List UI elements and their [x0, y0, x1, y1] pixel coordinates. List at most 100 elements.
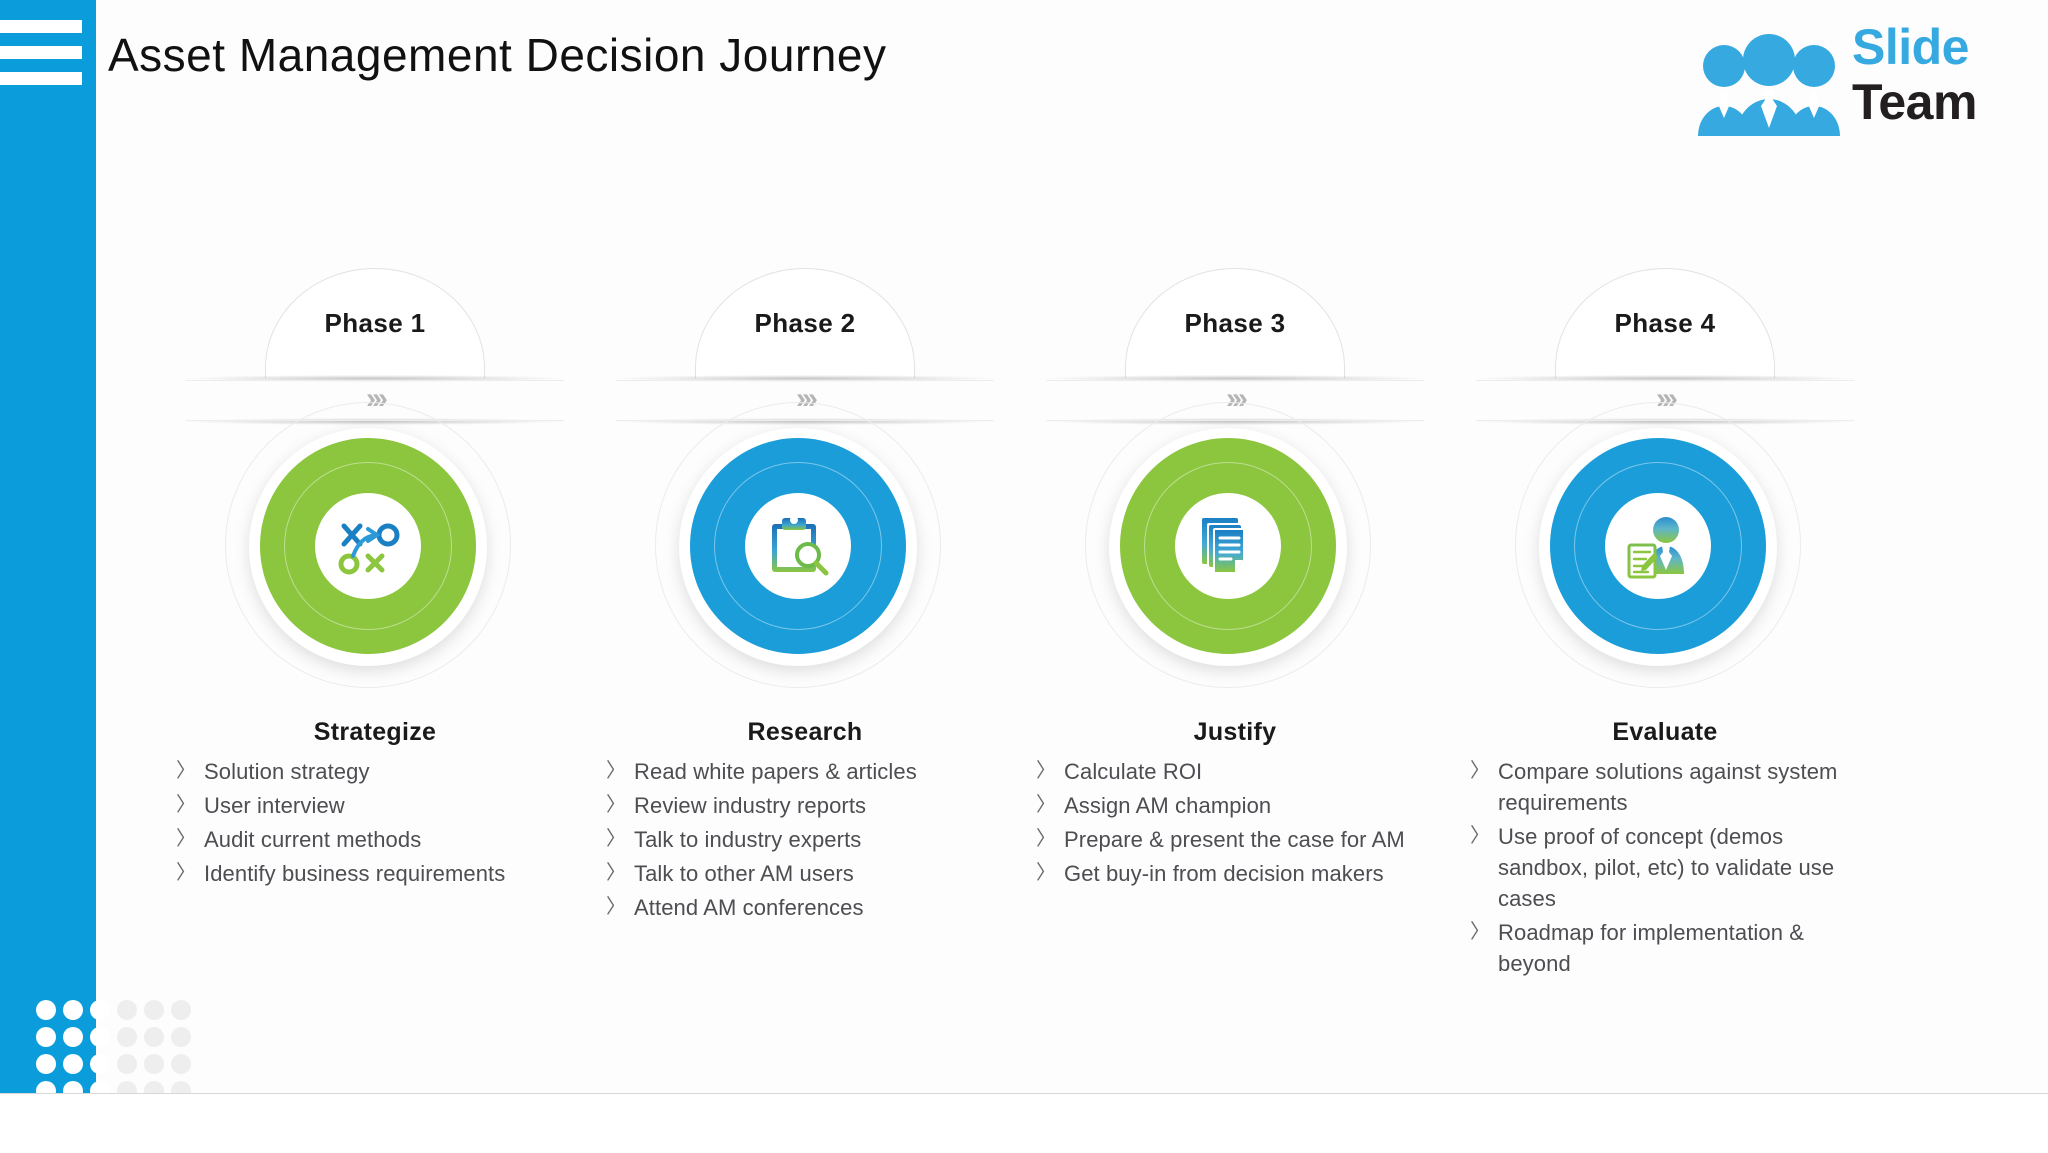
phase-column-3: Phase 3 ›››	[1020, 0, 1450, 1093]
list-item-label: Attend AM conferences	[634, 895, 864, 920]
strategy-xo-arrow-icon	[315, 493, 421, 599]
list-item: 〉 Use proof of concept (demos sandbox, pi…	[1464, 821, 1862, 914]
list-item-label: Compare solutions against system require…	[1498, 759, 1838, 815]
slide-canvas: Asset Management Decision Journey Slide …	[0, 0, 2026, 1093]
list-item: 〉Roadmap for implementation & beyond	[1464, 917, 1862, 979]
chevron-bullet-icon: 〉	[1036, 794, 1056, 816]
phase-badge[interactable]	[652, 402, 958, 688]
band-divider	[186, 380, 564, 381]
list-item: 〉Get buy-in from decision makers	[1030, 858, 1450, 889]
logo-team-text: Team	[1852, 74, 1977, 130]
phase-disc	[1120, 438, 1336, 654]
phase-label: Phase 2	[754, 308, 856, 338]
hamburger-icon	[0, 20, 96, 90]
list-item-label: Identify business requirements	[204, 861, 506, 886]
band-shadow	[1046, 375, 1424, 382]
list-item-label: Audit current methods	[204, 827, 422, 852]
outer-ring	[225, 402, 511, 688]
list-item-label: Solution strategy	[204, 759, 370, 784]
decorative-dot	[144, 1000, 164, 1020]
phase-label: Phase 4	[1614, 308, 1716, 338]
chevron-bullet-icon: 〉	[176, 862, 196, 884]
band-divider	[1046, 380, 1424, 381]
decorative-dot	[36, 1054, 56, 1074]
list-item-label: Prepare & present the case for AM	[1064, 827, 1405, 852]
list-item: 〉 Solution strategy	[170, 756, 590, 787]
decorative-dot	[117, 1054, 137, 1074]
decorative-dot	[63, 1081, 83, 1093]
phase-column-4: Phase 4 ›››	[1450, 0, 1880, 1093]
hamburger-line	[0, 46, 82, 59]
phase-bullet-list: 〉Solution strategy〉User interview〉Audit …	[170, 756, 590, 892]
people-group-icon	[1694, 32, 1844, 136]
phase-disc	[1550, 438, 1766, 654]
decorative-dot	[90, 1000, 110, 1020]
phase-badge[interactable]	[222, 402, 528, 688]
phase-disc	[260, 438, 476, 654]
list-item: 〉 Identify business requirements	[170, 858, 590, 889]
slideteam-logo: Slide Team	[1694, 18, 2026, 142]
list-item: 〉Talk to other AM users	[600, 858, 1020, 889]
decorative-dot	[171, 1054, 191, 1074]
decorative-dot	[117, 1081, 137, 1093]
phase-heading: Justify	[1193, 718, 1277, 746]
chevron-bullet-icon: 〉	[1470, 921, 1490, 943]
list-item: 〉Attend AM conferences	[600, 892, 1020, 923]
list-item: 〉Compare solutions against system requir…	[1464, 756, 1862, 818]
phase-heading: Strategize	[313, 718, 437, 746]
list-item-label: User interview	[204, 793, 345, 818]
band-divider	[1476, 380, 1854, 381]
list-item-label: Talk to other AM users	[634, 861, 854, 886]
decorative-dot	[63, 1027, 83, 1047]
decorative-dot-grid	[36, 1000, 196, 1093]
band-shadow	[616, 375, 994, 382]
chevron-bullet-icon: 〉	[606, 828, 626, 850]
phase-badge[interactable]	[1082, 402, 1388, 688]
list-item-label: Calculate ROI	[1064, 759, 1203, 784]
hamburger-line	[0, 72, 82, 85]
hamburger-line	[0, 20, 82, 33]
list-item-label: Use proof of concept (demos sandbox, pil…	[1498, 824, 1835, 911]
chevron-bullet-icon: 〉	[176, 828, 196, 850]
decorative-dot	[36, 1027, 56, 1047]
decorative-dot	[63, 1000, 83, 1020]
decorative-dot	[36, 1000, 56, 1020]
phase-badge[interactable]	[1512, 402, 1818, 688]
chevron-bullet-icon: 〉	[1036, 828, 1056, 850]
left-accent-rail	[0, 0, 96, 1093]
decorative-dot	[90, 1027, 110, 1047]
decorative-dot	[171, 1081, 191, 1093]
list-item: 〉User interview	[170, 790, 590, 821]
chevron-bullet-icon: 〉	[606, 760, 626, 782]
chevron-bullet-icon: 〉	[1470, 825, 1490, 847]
outer-ring	[655, 402, 941, 688]
list-item: 〉Assign AM champion	[1030, 790, 1450, 821]
decorative-dot	[144, 1054, 164, 1074]
list-item-label: Read white papers & articles	[634, 759, 917, 784]
chevron-bullet-icon: 〉	[1036, 862, 1056, 884]
phase-disc	[690, 438, 906, 654]
chevron-bullet-icon: 〉	[1036, 760, 1056, 782]
outer-ring	[1085, 402, 1371, 688]
phase-label: Phase 1	[324, 308, 426, 338]
phase-column-2: Phase 2 ›››	[590, 0, 1020, 1093]
phase-bullet-list: 〉Read white papers & articles〉Review ind…	[600, 756, 1020, 926]
outer-ring	[1515, 402, 1801, 688]
stacked-documents-icon	[1175, 493, 1281, 599]
logo-wordmark: Slide Team	[1852, 20, 2032, 130]
phase-label: Phase 3	[1184, 308, 1286, 338]
band-divider	[616, 380, 994, 381]
list-item: 〉 Calculate ROI	[1030, 756, 1450, 787]
decorative-dot	[171, 1027, 191, 1047]
band-shadow	[186, 375, 564, 382]
decorative-dot	[63, 1054, 83, 1074]
decorative-dot	[117, 1000, 137, 1020]
inner-ring	[284, 462, 452, 630]
person-with-document-icon	[1605, 493, 1711, 599]
list-item-label: Talk to industry experts	[634, 827, 862, 852]
decorative-dot	[171, 1000, 191, 1020]
inner-ring	[1144, 462, 1312, 630]
phase-bullet-list: 〉 Compare solutions against system requir…	[1464, 756, 1862, 982]
phase-bullet-list: 〉Calculate ROI〉Assign AM champion〉Prepar…	[1030, 756, 1450, 892]
chevron-bullet-icon: 〉	[176, 760, 196, 782]
